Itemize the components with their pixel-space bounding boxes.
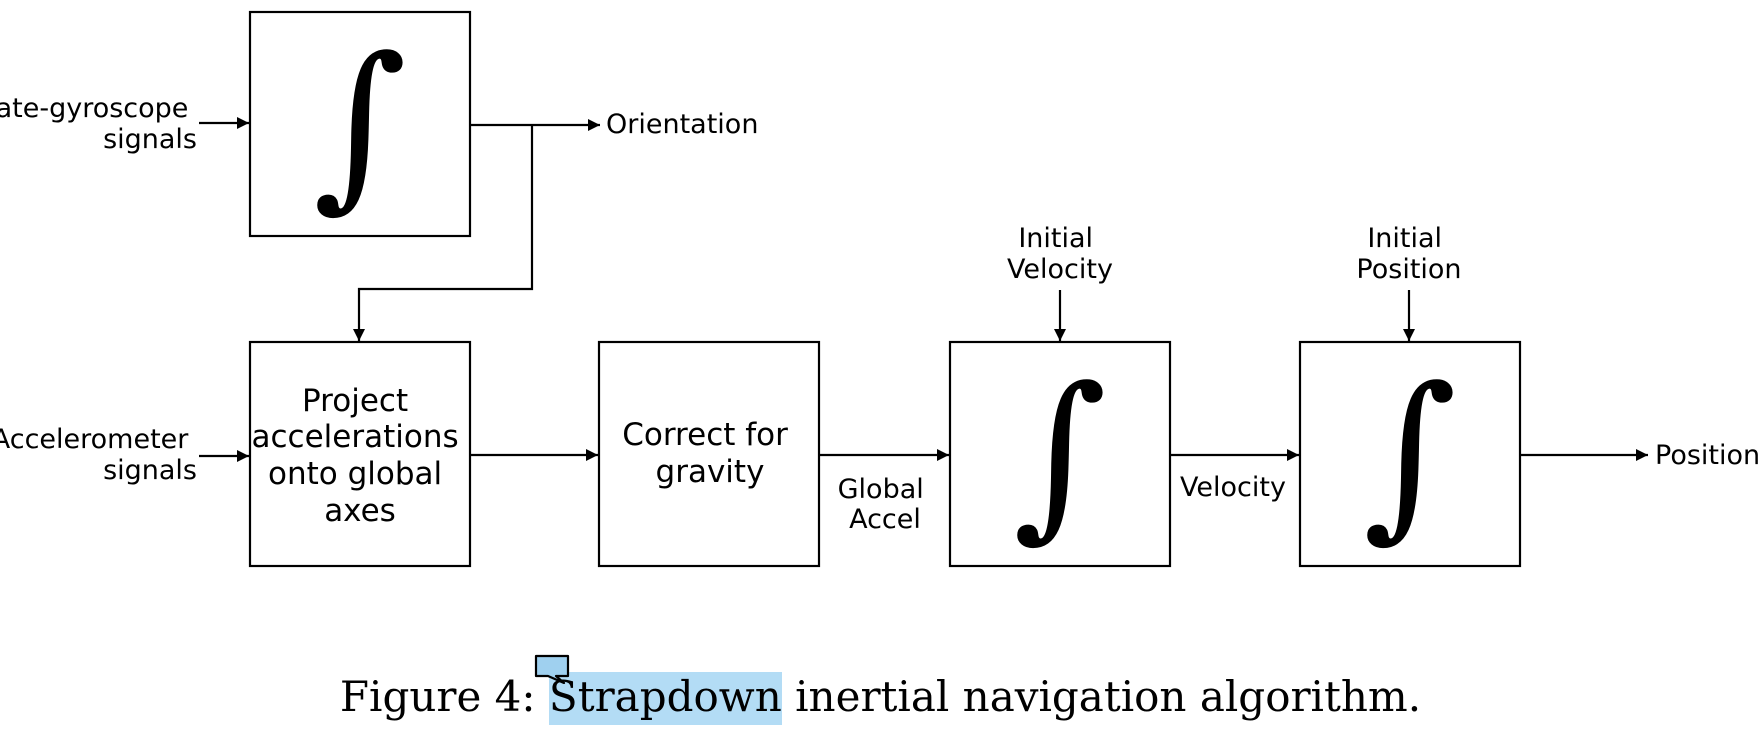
comment-icon[interactable]: [534, 654, 570, 684]
gyro-integrator-box: [248, 10, 472, 238]
accel-input-label: Accelerometer signals: [0, 424, 197, 486]
initial-velocity-label: Initial Velocity: [1007, 223, 1113, 285]
gravity-box: [597, 340, 821, 568]
figure-caption: Figure 4: Strapdown inertial navigation …: [0, 654, 1761, 725]
initial-position-label: Initial Position: [1356, 223, 1461, 285]
velocity-edge-label: Velocity: [1180, 472, 1286, 503]
project-line-3: onto global: [268, 456, 442, 492]
global-accel-line-1: Global: [838, 474, 924, 505]
global-accel-line-2: Accel: [849, 504, 921, 535]
position-integral-symbol: ∫: [1363, 350, 1457, 559]
project-box-label: Project accelerations onto global axes: [252, 383, 469, 529]
gyro-input-line-1: Rate-gyroscope: [0, 93, 188, 124]
gyro-integral-symbol: ∫: [313, 20, 407, 229]
global-accel-label: Global Accel: [838, 474, 933, 535]
position-integrator-box: [1298, 340, 1522, 568]
project-box: [248, 340, 472, 568]
initial-position-line-2: Position: [1356, 254, 1461, 285]
position-output-label: Position: [1655, 440, 1760, 471]
caption-rest: inertial navigation algorithm.: [795, 672, 1422, 721]
caption-highlighted-text: Strapdown: [548, 672, 782, 721]
initial-velocity-line-1: Initial: [1018, 223, 1093, 254]
gyro-input-line-2: signals: [103, 124, 197, 155]
project-line-4: axes: [324, 493, 396, 529]
gravity-line-1: Correct for: [622, 417, 788, 453]
velocity-integrator-box: [948, 340, 1172, 568]
caption-highlighted-word[interactable]: Strapdown: [534, 654, 782, 725]
gravity-box-label: Correct for gravity: [622, 417, 798, 490]
caption-prefix: Figure 4:: [339, 672, 536, 721]
project-line-1: Project: [302, 383, 408, 419]
orientation-output-label: Orientation: [606, 109, 758, 140]
initial-position-line-1: Initial: [1367, 223, 1442, 254]
project-line-2: accelerations: [252, 419, 459, 455]
initial-velocity-line-2: Velocity: [1007, 254, 1113, 285]
velocity-integral-symbol: ∫: [1013, 350, 1107, 559]
gravity-line-2: gravity: [656, 454, 765, 490]
accel-input-line-2: signals: [103, 455, 197, 486]
orientation-feedback-arrow: [353, 125, 534, 341]
accel-input-line-1: Accelerometer: [0, 424, 189, 455]
gyro-input-label: Rate-gyroscope signals: [0, 93, 197, 155]
